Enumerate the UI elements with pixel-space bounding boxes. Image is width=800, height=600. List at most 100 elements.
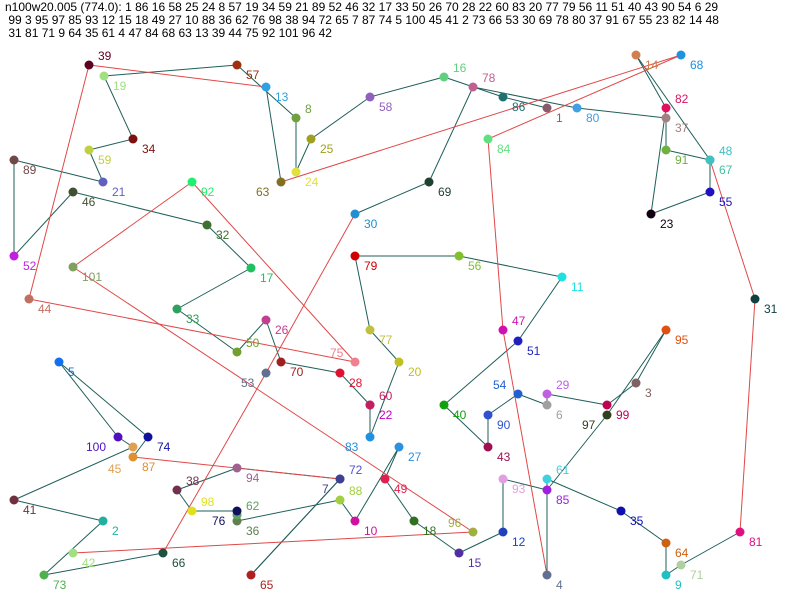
city-label: 58 <box>379 100 393 114</box>
city-node <box>350 357 360 367</box>
city-label: 80 <box>586 111 600 125</box>
tour-edge <box>103 75 134 140</box>
tour-header: n100w20.005 (774.0): 1 86 16 58 25 24 8 … <box>5 1 719 40</box>
city-label: 21 <box>112 185 126 199</box>
city-label: 94 <box>246 471 260 485</box>
city-label: 63 <box>256 185 270 199</box>
city-label: 32 <box>216 228 230 242</box>
city-node <box>261 368 271 378</box>
city-node <box>735 527 745 537</box>
city-label: 25 <box>320 142 334 156</box>
city-node <box>513 336 523 346</box>
tour-edge <box>413 520 460 554</box>
city-node <box>98 177 108 187</box>
tour-edge <box>369 76 445 98</box>
tour-edge <box>58 361 119 438</box>
city-node <box>350 251 360 261</box>
city-label: 92 <box>201 185 215 199</box>
tour-edge <box>88 149 104 183</box>
tour-edge <box>354 446 400 522</box>
city-label: 10 <box>364 524 378 538</box>
city-label: 18 <box>423 524 437 538</box>
city-node <box>306 134 316 144</box>
city-label: 59 <box>98 153 112 167</box>
city-label: 98 <box>201 495 215 509</box>
city-node <box>498 474 508 484</box>
tour-edge <box>650 107 667 215</box>
city-node <box>439 400 449 410</box>
city-label: 42 <box>82 556 96 570</box>
city-node <box>631 378 641 388</box>
tour-edge <box>236 499 341 522</box>
city-node <box>483 442 493 452</box>
city-label: 100 <box>86 440 106 454</box>
tour-edge <box>384 446 400 480</box>
city-node <box>661 145 671 155</box>
city-node <box>631 50 641 60</box>
city-label: 68 <box>690 58 704 72</box>
city-node <box>513 389 523 399</box>
city-label: 87 <box>142 460 156 474</box>
city-node <box>365 432 375 442</box>
city-node <box>68 187 78 197</box>
city-label: 34 <box>142 142 156 156</box>
city-node <box>84 60 94 70</box>
city-label: 30 <box>364 217 378 231</box>
tour-edge <box>739 298 756 533</box>
city-label: 33 <box>186 312 200 326</box>
city-node <box>365 400 375 410</box>
tour-edge <box>502 96 548 109</box>
city-node <box>572 103 582 113</box>
city-label: 14 <box>645 58 659 72</box>
city-node <box>128 442 138 452</box>
city-node <box>542 474 552 484</box>
tour-edge <box>43 520 104 576</box>
city-label: 97 <box>582 418 596 432</box>
header-line-1: n100w20.005 (774.0): 1 86 16 58 25 24 8 … <box>5 0 719 14</box>
city-label: 65 <box>260 578 274 592</box>
city-label: 37 <box>675 121 689 135</box>
city-node <box>172 304 182 314</box>
city-node <box>542 389 552 399</box>
city-node <box>498 527 508 537</box>
tour-edge <box>428 86 474 183</box>
city-label: 49 <box>394 482 408 496</box>
tour-edge <box>517 393 548 406</box>
city-label: 96 <box>448 516 462 530</box>
city-node <box>498 325 508 335</box>
city-node <box>542 400 552 410</box>
city-node <box>84 145 94 155</box>
tour-edge <box>458 255 563 278</box>
city-node <box>483 134 493 144</box>
city-node <box>276 357 286 367</box>
city-label: 99 <box>616 408 630 422</box>
city-node <box>158 548 168 558</box>
city-label: 83 <box>345 440 359 454</box>
city-node <box>335 495 345 505</box>
city-node <box>98 516 108 526</box>
tour-edge <box>162 372 267 554</box>
city-label: 89 <box>23 163 37 177</box>
tour-edge <box>665 149 711 161</box>
city-label: 91 <box>675 153 689 167</box>
city-label: 17 <box>260 271 274 285</box>
city-label: 57 <box>246 68 260 82</box>
city-node <box>9 155 19 165</box>
tour-edge <box>191 181 356 363</box>
tour-edge <box>13 499 104 522</box>
tour-edge <box>546 478 622 512</box>
city-node <box>276 177 286 187</box>
tour-edge <box>635 54 711 161</box>
city-label: 74 <box>157 440 171 454</box>
city-node <box>750 294 760 304</box>
city-label: 2 <box>112 524 119 538</box>
city-node <box>454 548 464 558</box>
city-label: 75 <box>330 346 344 360</box>
city-node <box>113 432 123 442</box>
tour-edge <box>576 107 667 119</box>
city-node <box>676 560 686 570</box>
city-node <box>602 410 612 420</box>
tour-edge <box>265 319 282 363</box>
tour-edge <box>546 393 608 406</box>
city-node <box>646 209 656 219</box>
